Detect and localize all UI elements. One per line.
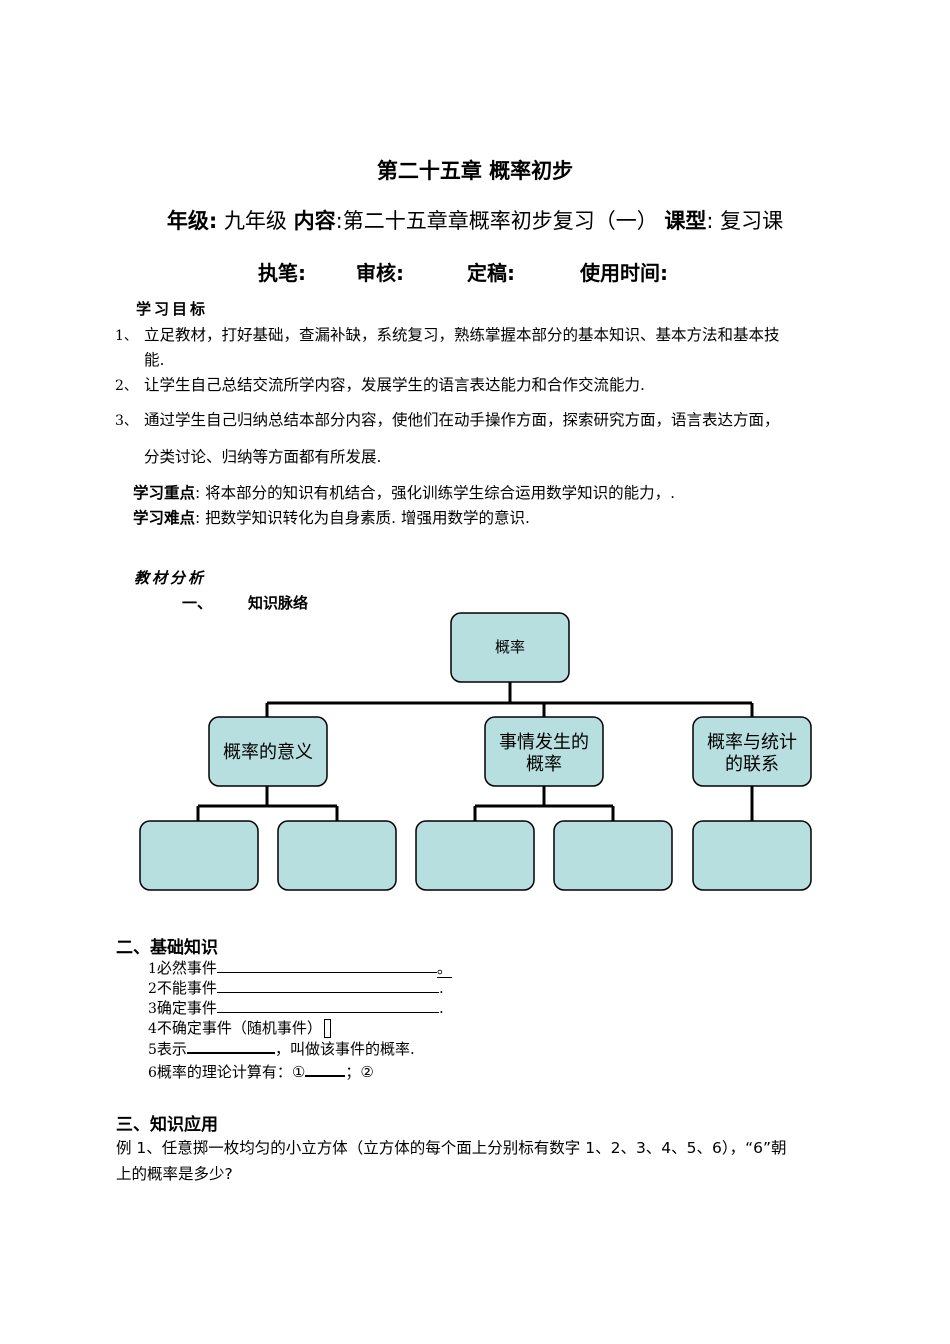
final-label: 定稿: [467, 261, 515, 285]
empty-leaf-node [415, 820, 535, 891]
child-node-statistics-link [692, 716, 812, 787]
item-text-2: ；② [345, 1063, 374, 1081]
item-end: 。 [436, 959, 452, 978]
basics-item: 4不确定事件（随机事件） [148, 1017, 331, 1038]
objectives-heading: 学习目标 [136, 300, 209, 318]
item-end: . [438, 979, 444, 997]
type-label: 课型 [664, 209, 707, 233]
difficulty-text: : 把数学知识转化为自身素质. 增强用数学的意识. [195, 509, 530, 527]
answer-blank[interactable] [305, 1075, 346, 1077]
child-node-label: 事情发生的 [499, 732, 589, 753]
answer-box[interactable] [323, 1019, 331, 1038]
answer-blank[interactable] [216, 1012, 439, 1013]
analysis-heading: 教材分析 [134, 569, 207, 587]
difficulty-point: 学习难点: 把数学知识转化为自身素质. 增强用数学的意识. [133, 506, 530, 528]
analysis-sub-title: 知识脉络 [248, 594, 309, 612]
answer-blank[interactable] [216, 992, 439, 993]
objective-text-cont: 能. [144, 351, 165, 369]
basics-item: 3确定事件. [148, 997, 444, 1018]
basics-item: 2不能事件. [148, 977, 444, 998]
item-number: 1 [148, 961, 157, 977]
basics-heading: 二、基础知识 [116, 938, 218, 958]
content-value: :第二十五章章概率初步复习（一） [335, 209, 658, 233]
item-text: 概率的理论计算有：① [156, 1063, 306, 1081]
item-number: 5 [148, 1042, 157, 1058]
answer-blank[interactable] [186, 1052, 275, 1054]
item-number: 3 [148, 1001, 157, 1017]
basics-item: 1必然事件 。 [148, 957, 452, 978]
empty-leaf-node [139, 820, 259, 891]
objective-text: 让学生自己总结交流所学内容，发展学生的语言表达能力和合作交流能力. [144, 376, 645, 394]
content-label: 内容 [293, 209, 336, 233]
objective-number: 2、 [115, 378, 138, 394]
item-number: 6 [148, 1065, 157, 1081]
time-label: 使用时间: [580, 261, 668, 285]
objective-text: 立足教材，打好基础，查漏补缺，系统复习，熟练掌握本部分的基本知识、基本方法和基本… [144, 326, 780, 344]
empty-leaf-node [692, 820, 812, 891]
difficulty-label: 学习难点 [133, 509, 196, 527]
tree-boxes [139, 612, 812, 891]
course-meta: 年级: 九年级 内容:第二十五章章概率初步复习（一） 课型: 复习课 [0, 205, 950, 235]
example-text: 例 1、任意掷一枚均匀的小立方体（立方体的每个面上分别标有数字 1、2、3、4、… [116, 1139, 787, 1157]
type-value: : 复习课 [706, 209, 784, 233]
item-end: . [438, 999, 444, 1017]
key-point: 学习重点: 将本部分的知识有机结合，强化训练学生综合运用数学知识的能力，. [133, 481, 675, 503]
example-text-cont: 上的概率是多少? [116, 1165, 233, 1183]
key-point-text: : 将本部分的知识有机结合，强化训练学生综合运用数学知识的能力，. [195, 484, 676, 502]
item-text: 表示 [156, 1040, 187, 1058]
basics-item: 5表示 ，叫做该事件的概率. [148, 1038, 415, 1059]
empty-leaf-node [277, 820, 397, 891]
author-label: 执笔: [258, 261, 306, 285]
item-text: 不能事件 [156, 979, 217, 997]
grade-value: 九年级 [223, 209, 287, 233]
objective-number: 3、 [115, 413, 138, 429]
item-text: 必然事件 [156, 959, 217, 977]
item-end: ，叫做该事件的概率. [274, 1040, 415, 1058]
page-title: 第二十五章 概率初步 [376, 159, 574, 183]
tree-connectors [196, 682, 754, 821]
basics-item: 6概率的理论计算有：① ；② [148, 1061, 374, 1082]
root-node [450, 612, 570, 683]
grade-label: 年级: [166, 209, 218, 233]
child-node-label: 概率 [526, 754, 562, 775]
child-node-meaning [208, 716, 328, 787]
item-text: 不确定事件（随机事件） [156, 1019, 322, 1037]
objective-text: 通过学生自己归纳总结本部分内容，使他们在动手操作方面，探索研究方面，语言表达方面… [144, 411, 780, 429]
child-node-label: 的联系 [725, 754, 779, 775]
answer-blank[interactable] [216, 972, 437, 973]
root-node-label: 概率 [495, 638, 525, 656]
application-heading: 三、知识应用 [116, 1115, 218, 1135]
item-number: 4 [148, 1021, 157, 1037]
key-point-label: 学习重点 [133, 484, 196, 502]
item-number: 2 [148, 981, 157, 997]
child-node-label: 概率的意义 [223, 742, 313, 763]
item-text: 确定事件 [156, 999, 217, 1017]
objective-text-cont: 分类讨论、归纳等方面都有所发展. [144, 448, 382, 466]
reviewer-label: 审核: [356, 261, 404, 285]
child-node-label: 概率与统计 [707, 732, 797, 753]
empty-leaf-node [553, 820, 673, 891]
objective-number: 1、 [115, 328, 138, 344]
child-node-event-probability [484, 716, 604, 787]
analysis-sub-number: 一、 [182, 594, 213, 612]
